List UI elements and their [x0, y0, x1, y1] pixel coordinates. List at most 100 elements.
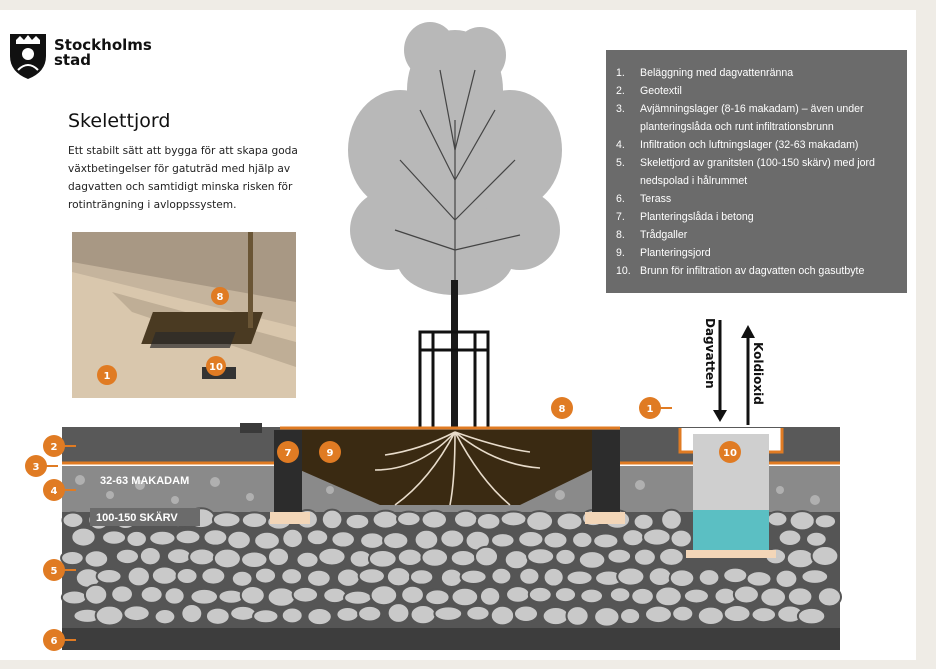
granite-stone [150, 565, 179, 586]
granite-stone [745, 570, 773, 588]
granite-stone [732, 584, 760, 605]
granite-stone [696, 605, 725, 627]
granite-stone [525, 510, 555, 532]
granite-stone [571, 530, 594, 549]
dagvatten-label: Dagvatten [703, 318, 717, 389]
granite-stone [810, 545, 840, 567]
granite-stone [517, 530, 545, 549]
granite-stone [555, 511, 584, 532]
granite-stone [239, 585, 266, 606]
legend-item-text: Brunn för infiltration av dagvatten och … [640, 265, 865, 277]
granite-stone [83, 583, 109, 606]
granite-stone [654, 585, 683, 608]
granite-stone [616, 566, 646, 587]
granite-stone [148, 529, 177, 547]
granite-stone [697, 568, 721, 587]
granite-stone [125, 529, 148, 549]
granite-stone [465, 604, 491, 622]
granite-stone [70, 526, 97, 548]
stockholm-logo: Stockholms stad [8, 30, 158, 82]
granite-stone [593, 606, 621, 628]
granite-stone [359, 531, 386, 550]
granite-stone [189, 587, 220, 606]
marker-number: 6 [51, 636, 58, 647]
granite-stone [608, 586, 632, 604]
granite-stone [83, 549, 110, 569]
granite-stone [408, 568, 435, 586]
granite-stone [295, 550, 320, 569]
granite-stone [722, 566, 749, 585]
legend-item-text: Skelettjord av granitsten (100-150 skärv… [640, 157, 875, 187]
marker-4: 4 [43, 479, 76, 501]
granite-stone [94, 604, 125, 627]
skarv-label-bg [90, 508, 200, 526]
granite-stone [619, 606, 642, 626]
well-water [693, 510, 769, 552]
granite-stone [317, 546, 347, 567]
granite-stone [449, 548, 477, 568]
legend-item-number: 3. [616, 103, 625, 115]
granite-stone [722, 604, 752, 624]
granite-stone [163, 586, 186, 606]
granite-stone [682, 587, 710, 605]
marker-2: 2 [43, 435, 76, 457]
granite-stone [306, 568, 332, 588]
legend-item: 5.Skelettjord av granitsten (100-150 skä… [616, 154, 904, 190]
granite-stone [139, 585, 164, 604]
legend-item-text: Terass [640, 193, 672, 205]
granite-stone [291, 585, 320, 604]
svg-text:1: 1 [104, 371, 111, 382]
logo-name-line1: Stockholms [54, 36, 152, 54]
granite-stone [632, 547, 657, 567]
granite-stone [280, 606, 304, 625]
granite-stone [505, 585, 531, 604]
granite-stone [450, 586, 480, 608]
gutter [240, 423, 262, 433]
granite-stone [110, 584, 134, 604]
legend-item: 6.Terass [616, 190, 904, 208]
legend-item-number: 7. [616, 211, 625, 223]
photo-marker-1: 1 [97, 365, 117, 385]
legend-item: 2.Geotextil [616, 82, 904, 100]
granite-stone [512, 604, 540, 623]
granite-stone [335, 606, 360, 623]
marker-number: 10 [723, 448, 737, 459]
granite-stone [281, 527, 304, 550]
legend-item-number: 4. [616, 139, 625, 151]
granite-stone [211, 511, 242, 529]
granite-stone [759, 586, 788, 608]
legend-item-text: Avjämningslager (8-16 makadam) – även un… [640, 103, 864, 133]
marker-number: 7 [285, 448, 292, 459]
legend-item: 8.Trådgaller [616, 226, 904, 244]
granite-stone [774, 568, 799, 589]
granite-stone [252, 608, 280, 625]
granite-stone [813, 513, 838, 530]
legend-item: 3. Avjämningslager (8-16 makadam) – även … [616, 100, 904, 136]
granite-stone [385, 566, 412, 588]
granite-stone [805, 530, 828, 548]
granite-stone [357, 604, 383, 623]
granite-stone [266, 546, 291, 568]
granite-stone [660, 508, 683, 531]
tree-roots [374, 431, 541, 506]
granite-stone [253, 566, 278, 585]
granite-stone [642, 527, 672, 547]
granite-stone [335, 567, 361, 588]
granite-stone [750, 606, 778, 624]
granite-stone [229, 604, 257, 622]
marker-9: 9 [319, 441, 341, 463]
granite-stone [126, 565, 151, 588]
legend-item: 9.Planteringsjord [616, 244, 904, 262]
granite-stone [796, 606, 827, 626]
legend-item-number: 1. [616, 67, 625, 79]
marker-3: 3 [25, 455, 58, 477]
logo-name-line2: stad [54, 51, 91, 69]
granite-stone [777, 528, 803, 547]
granite-stone [490, 566, 513, 586]
granite-stone [413, 528, 440, 551]
granite-stone [542, 566, 565, 588]
legend-item: 7.Planteringslåda i betong [616, 208, 904, 226]
granite-stone [527, 585, 553, 604]
granite-stone [518, 566, 541, 586]
granite-stone [526, 547, 556, 566]
